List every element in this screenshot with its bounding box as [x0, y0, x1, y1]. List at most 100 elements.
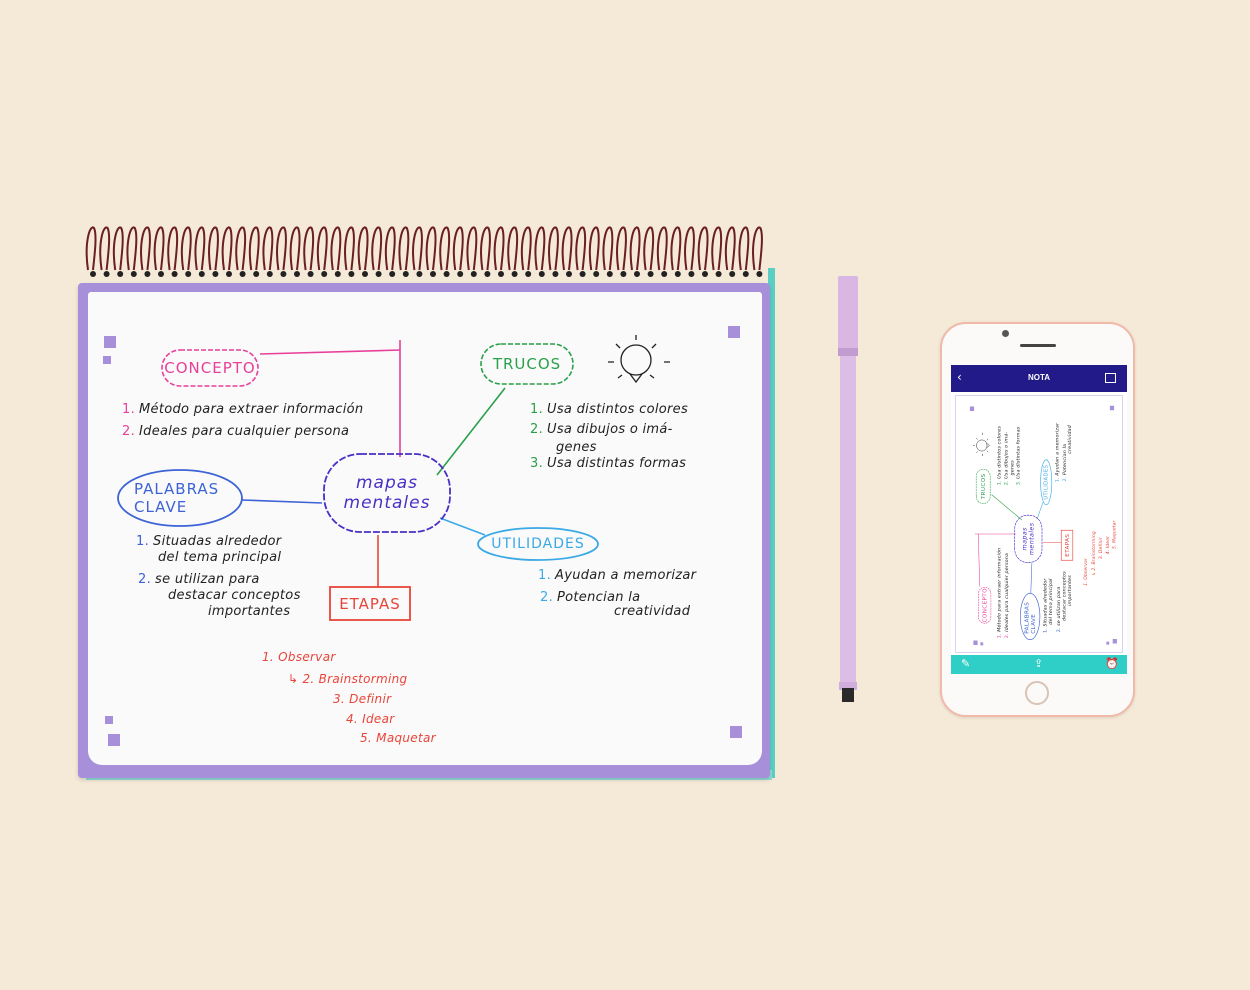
utilidades-connector	[1036, 502, 1044, 520]
spiral-coil	[357, 226, 369, 271]
center-node: mapas mentales	[1015, 515, 1042, 562]
palabras-ellipse	[117, 469, 243, 527]
spiral-hole	[185, 271, 192, 277]
item-text: Ideales para cualquier persona	[139, 424, 350, 439]
notebook-page: CONCEPTO 1.Método para extraer informaci…	[958, 398, 1122, 651]
spiral-hole	[307, 271, 314, 277]
utilidades-item: creatividad	[614, 604, 690, 619]
item-number: 1.	[996, 480, 1002, 486]
spiral-coil	[629, 226, 641, 271]
spiral-hole	[457, 271, 464, 277]
spiral-coil	[548, 226, 559, 271]
palabras-clave-node: PALABRAS CLAVE	[118, 470, 242, 526]
spiral-coil	[330, 226, 342, 271]
pencil-icon[interactable]: ✎	[961, 657, 971, 670]
trucos-item: 3.Usa distintas formas	[530, 456, 686, 471]
item-number: 2.	[1004, 633, 1010, 639]
spiral-coil	[711, 226, 723, 271]
spiral-coil	[425, 226, 437, 271]
utilidades-ellipse	[1040, 459, 1053, 506]
spiral-coil	[85, 226, 97, 271]
spiral-hole	[674, 271, 681, 277]
spiral-hole	[171, 271, 178, 277]
page-corner-marker-icon	[108, 734, 120, 746]
app-title: NOTA	[1027, 373, 1051, 382]
item-number: 1.	[122, 402, 136, 417]
utilidades-item: creatividad	[1067, 425, 1072, 454]
phone-screen: ‹ NOTA CONCEPTO 1.Método para extra	[951, 365, 1127, 674]
spiral-hole	[212, 271, 219, 277]
alarm-icon[interactable]: ⏰	[1105, 657, 1119, 670]
spiral-coil	[140, 226, 151, 271]
spiral-hole	[538, 271, 545, 277]
concepto-item: 1.Método para extraer información	[122, 402, 363, 417]
center-cloud	[323, 453, 451, 533]
spiral-hole	[498, 271, 504, 277]
spiral-coil	[316, 226, 328, 271]
spiral-hole	[375, 271, 382, 277]
palabras-item: 1.Situadas alrededor	[136, 534, 281, 549]
spiral-coil	[167, 226, 179, 271]
item-text: importantes	[208, 604, 291, 619]
item-text: Situadas alrededor	[153, 534, 282, 549]
app-header: ‹ NOTA	[951, 365, 1127, 392]
spiral-hole	[430, 271, 436, 277]
chevron-left-icon[interactable]: ‹	[957, 370, 962, 384]
mindmap-lines	[117, 335, 670, 621]
item-text: destacar conceptos	[168, 588, 301, 603]
palabras-item: 2.se utilizan para	[138, 572, 260, 587]
item-number: 1.	[1042, 628, 1048, 633]
page-corner-marker-icon	[969, 406, 975, 411]
utilidades-node: UTILIDADES	[491, 536, 585, 552]
spiral-hole	[742, 271, 749, 277]
marker-pen	[838, 276, 858, 702]
item-text: Ayudan a memorizar	[555, 568, 697, 583]
concepto-item: 1.Método para extraer información	[997, 548, 1002, 639]
trucos-item: 2.Usa dibujos o imá-	[1004, 432, 1009, 485]
speaker-grille	[1020, 344, 1056, 347]
trucos-item: 2.Usa dibujos o imá-	[530, 422, 673, 437]
utilidades-item: 1.Ayudan a memorizar	[1055, 423, 1060, 482]
item-text: Método para extraer información	[139, 402, 364, 417]
spiral-coil	[208, 226, 219, 271]
calendar-icon[interactable]	[1105, 373, 1116, 383]
spiral-coil	[466, 226, 478, 271]
concepto-item: 2.Ideales para cualquier persona	[122, 424, 349, 439]
spiral-coil	[616, 226, 627, 271]
item-text: Usa distintos colores	[996, 425, 1002, 479]
etapas-step: 5. Maquetar	[360, 731, 436, 745]
trucos-item: genes	[1010, 460, 1015, 475]
spiral-coil	[588, 226, 600, 271]
etapas-box	[329, 586, 411, 621]
spiral-hole	[334, 271, 341, 277]
concepto-cloud	[978, 586, 992, 624]
utilidades-connector	[439, 517, 486, 536]
item-number: 1.	[996, 633, 1002, 639]
spiral-hole	[620, 271, 627, 277]
item-text: Ideales para cualquier persona	[1004, 553, 1010, 632]
spiral-coil	[561, 226, 573, 271]
spiral-coil	[534, 226, 546, 271]
page-corner-marker-icon	[973, 640, 978, 645]
concepto-connector	[259, 349, 401, 355]
palabras-item: del tema principal	[158, 550, 281, 565]
home-button[interactable]	[1025, 681, 1049, 705]
palabras-item: 2.se utilizan para	[1056, 587, 1061, 633]
spiral-coil	[697, 226, 709, 271]
item-text: se utilizan para	[1056, 586, 1062, 626]
item-number: 3.	[530, 456, 544, 471]
utilidades-item: 2.Potencian la	[540, 590, 640, 605]
share-icon[interactable]: ⇪	[1034, 657, 1044, 670]
spiral-coil	[384, 226, 396, 271]
concepto-node: CONCEPTO	[981, 588, 988, 623]
spiral-hole	[321, 271, 328, 277]
spiral-coil	[276, 226, 287, 271]
spiral-coil	[371, 226, 383, 271]
item-number: 1.	[530, 402, 544, 417]
center-line: mapas	[1021, 527, 1029, 551]
spiral-hole	[253, 271, 260, 277]
item-number: 2.	[1003, 480, 1009, 486]
page-dot-marker-icon	[1106, 641, 1110, 645]
spiral-coil	[221, 226, 233, 271]
spiral-hole	[348, 271, 355, 277]
